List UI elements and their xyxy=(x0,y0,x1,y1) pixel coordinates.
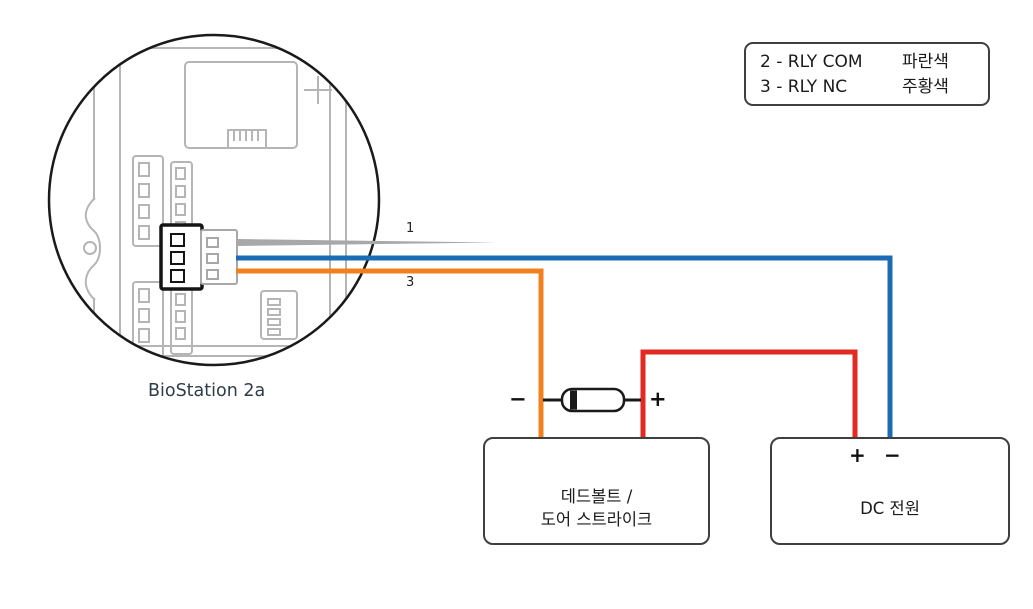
connector xyxy=(132,155,164,247)
diode-body xyxy=(560,387,626,413)
device-outer-shell xyxy=(93,35,347,357)
legend-box: 2 - RLY COM 파란색 3 - RLY NC 주황색 xyxy=(744,42,990,106)
relay-pin-slot xyxy=(170,269,185,283)
deadbolt-label-line2: 도어 스트라이크 xyxy=(540,510,653,529)
legend-pin-label: 2 - RLY COM xyxy=(760,52,863,72)
connector-slot xyxy=(267,298,281,306)
diode-cathode-band xyxy=(570,390,577,410)
zoom-circle xyxy=(47,33,381,367)
pcb-connectors xyxy=(132,155,298,359)
device-name-label: BioStation 2a xyxy=(148,381,266,401)
diode xyxy=(543,387,641,413)
connector-slot xyxy=(267,328,281,336)
connector-slot xyxy=(138,288,150,303)
device-panel xyxy=(119,47,331,347)
connector-slot xyxy=(175,327,186,340)
plug-pin xyxy=(206,269,219,280)
connector-slot xyxy=(138,308,150,323)
power-wire-red xyxy=(640,349,858,438)
wire-plug xyxy=(200,229,238,285)
ethernet-pin-teeth xyxy=(233,130,259,141)
connector xyxy=(260,290,298,340)
connector-slot xyxy=(138,183,150,198)
device-pcb-illustration xyxy=(83,35,347,359)
shell-notch-mask xyxy=(85,200,104,298)
connector-slot xyxy=(267,318,281,326)
wire-1-number-label: 1 xyxy=(406,221,415,236)
dc-minus-terminal: − xyxy=(884,443,901,467)
screw-cross-icon xyxy=(304,76,332,104)
connector-slot xyxy=(267,308,281,316)
screw-hole xyxy=(83,241,97,255)
legend-color-label: 파란색 xyxy=(902,52,949,72)
deadbolt-plus-sign: + xyxy=(649,387,667,411)
connector-slot xyxy=(175,310,186,323)
wire-2-blue xyxy=(236,255,893,438)
connector-slot xyxy=(175,203,186,216)
wire-1-gray xyxy=(236,239,497,246)
deadbolt-label: 데드볼트 / 도어 스트라이크 xyxy=(485,485,708,531)
deadbolt-box: 데드볼트 / 도어 스트라이크 xyxy=(483,437,710,545)
connector-slot xyxy=(138,162,150,177)
relay-connector-highlight xyxy=(159,223,204,291)
deadbolt-minus-sign: − xyxy=(509,387,527,411)
dc-power-box: + − DC 전원 xyxy=(770,437,1010,545)
wire-3-number-label: 3 xyxy=(406,275,415,290)
plug-pin xyxy=(206,237,219,248)
connector-slot xyxy=(175,293,186,306)
wire-3-orange xyxy=(236,268,544,438)
device-side-contour xyxy=(84,197,101,301)
connector-slot xyxy=(175,167,186,180)
legend-row: 2 - RLY COM 파란색 xyxy=(760,50,988,75)
plug-pin xyxy=(206,253,219,264)
relay-pin-slot xyxy=(170,251,185,265)
connector-slot xyxy=(138,204,150,219)
legend-pin-label: 3 - RLY NC xyxy=(760,77,848,97)
legend-row: 3 - RLY NC 주황색 xyxy=(760,75,988,100)
connector-slot xyxy=(138,225,150,240)
relay-pin-slot xyxy=(170,233,185,247)
legend-color-label: 주황색 xyxy=(902,77,949,97)
connector-slot xyxy=(175,185,186,198)
deadbolt-label-line1: 데드볼트 / xyxy=(560,487,633,506)
dc-plus-terminal: + xyxy=(849,443,866,467)
connector-slot xyxy=(138,328,150,343)
dc-power-label: DC 전원 xyxy=(860,499,920,518)
